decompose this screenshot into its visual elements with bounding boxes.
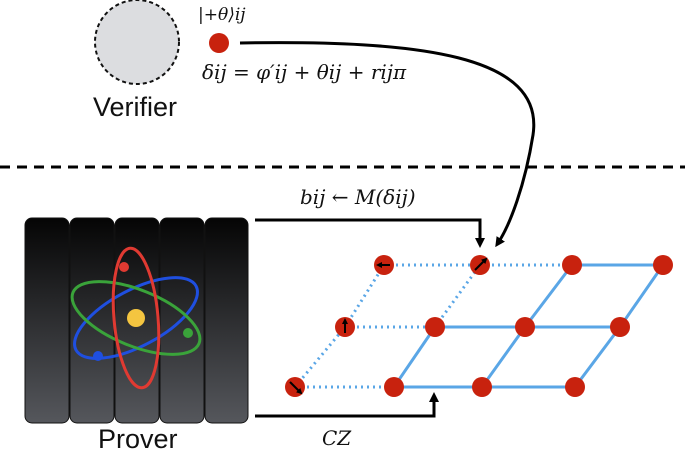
qubit-dot [472,377,492,397]
sent-qubit-dot [209,33,229,53]
measurement-channel [255,218,485,248]
verifier-label: Verifier [93,92,178,122]
qubit-dot [384,377,404,397]
cz-label: CZ [322,426,352,450]
prover-label: Prover [98,424,178,454]
cz-channel [255,392,439,418]
qubit-dot [515,317,535,337]
transmission-arrow [239,41,536,248]
verifier-circle [94,0,180,85]
angle-formula: δij = φ′ij + θij + rijπ [202,60,407,84]
qubit-dot [562,255,582,275]
cluster-lattice [392,263,665,389]
qubit-dot [610,317,630,337]
spin-arrow-icon [289,257,488,395]
state-label: |+θ⟩ij [198,5,246,25]
qubit-dot [653,255,673,275]
qubit-dot [425,317,445,337]
qubit-dot [565,377,585,397]
measurement-label: bij ← M(δij) [300,185,416,209]
atom-icon [70,246,202,390]
measured-lattice [293,263,572,389]
qubit-dots [285,255,673,397]
